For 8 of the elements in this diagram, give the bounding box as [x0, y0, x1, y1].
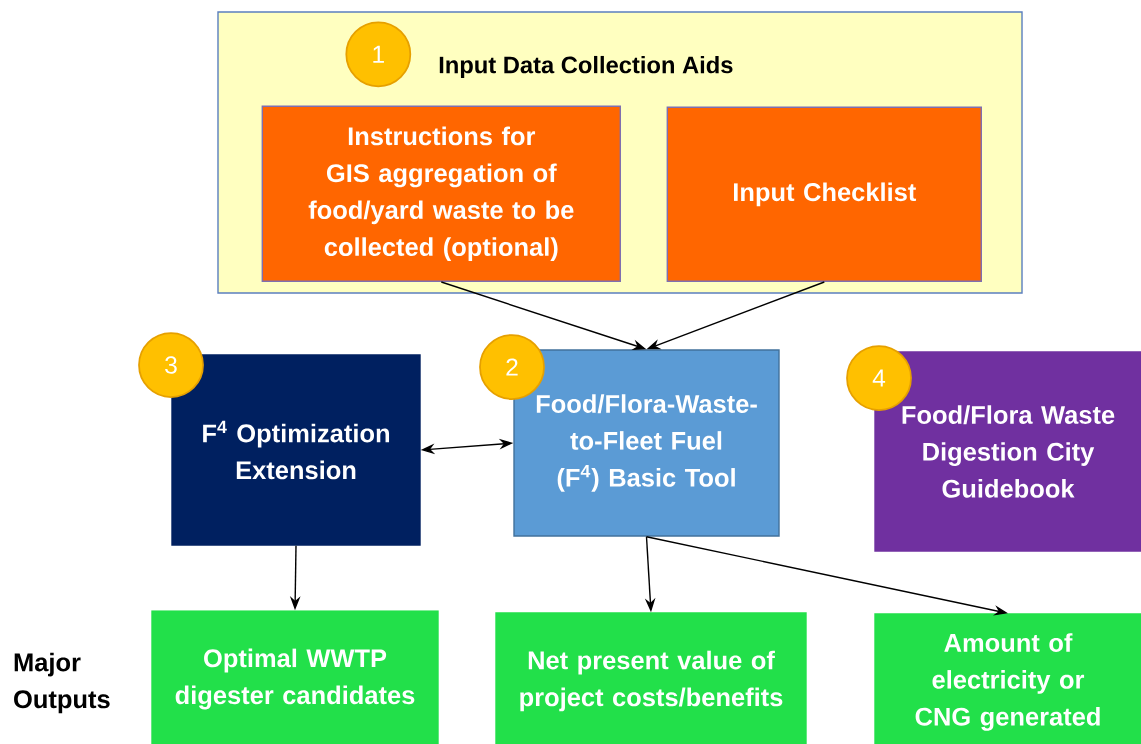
- number-badge: 1: [345, 21, 412, 88]
- process-box: Instructions for GIS aggregation of food/yard waste to be collected (optional): [261, 105, 621, 282]
- process-box: Optimal WWTP digester candidates: [151, 610, 439, 744]
- process-box: Input Checklist: [666, 106, 982, 282]
- process-box: Amount of electricity or CNG generated: [874, 613, 1141, 744]
- number-badge: 3: [138, 332, 204, 398]
- process-box: Net present value of project costs/benefits: [495, 612, 807, 744]
- side-label: Major Outputs: [14, 652, 110, 714]
